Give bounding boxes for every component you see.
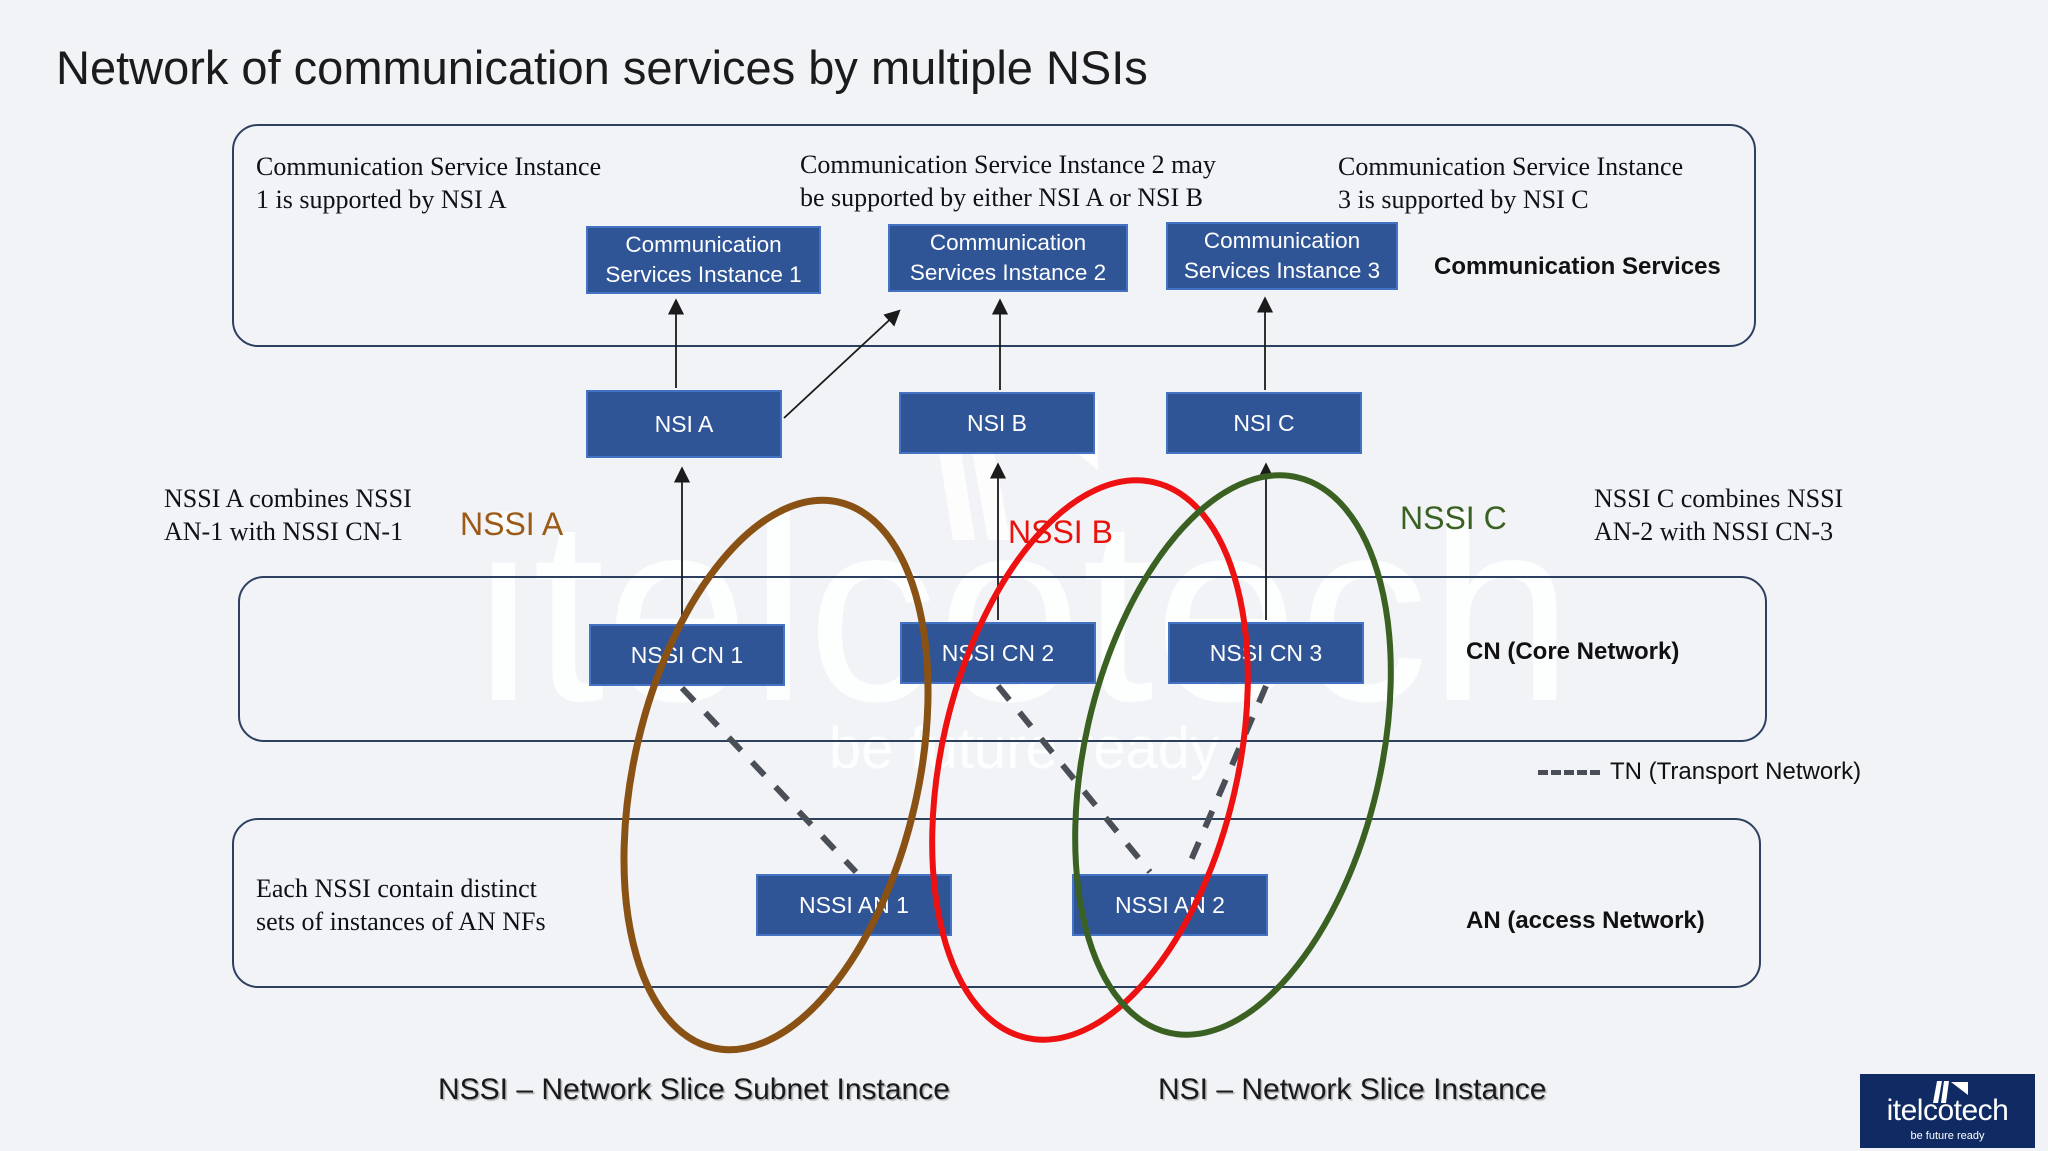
legend-nssi-definition: NSSI – Network Slice Subnet Instance: [438, 1073, 950, 1106]
box-communication-services-instance-2[interactable]: Communication Services Instance 2: [888, 224, 1128, 292]
box-nssi-cn-3[interactable]: NSSI CN 3: [1168, 622, 1364, 684]
box-nsi-a[interactable]: NSI A: [586, 390, 782, 458]
page-title: Network of communication services by mul…: [56, 41, 1148, 94]
company-logo: itelcotech be future ready: [1860, 1074, 2035, 1148]
label-ellipse-nssi-c: NSSI C: [1400, 500, 1507, 536]
box-communication-services-instance-3[interactable]: Communication Services Instance 3: [1166, 222, 1398, 290]
note-service-instance-1: Communication Service Instance 1 is supp…: [256, 152, 602, 215]
note-nssi-c: NSSI C combines NSSI AN-2 with NSSI CN-3: [1594, 484, 1844, 547]
label-communication-services: Communication Services: [1434, 253, 1721, 280]
legend-nsi-definition: NSI – Network Slice Instance: [1158, 1073, 1547, 1106]
note-an-nfs: Each NSSI contain distinct sets of insta…: [256, 874, 546, 937]
dashed-line-icon: [1538, 769, 1600, 775]
logo-mark-icon: [1932, 1081, 1968, 1103]
label-ellipse-nssi-a: NSSI A: [460, 506, 564, 542]
box-nssi-an-2[interactable]: NSSI AN 2: [1072, 874, 1268, 936]
label-access-network: AN (access Network): [1466, 907, 1705, 934]
box-nssi-an-1[interactable]: NSSI AN 1: [756, 874, 952, 936]
note-service-instance-3: Communication Service Instance 3 is supp…: [1338, 152, 1684, 215]
note-service-instance-2: Communication Service Instance 2 may be …: [800, 150, 1216, 213]
box-communication-services-instance-1[interactable]: Communication Services Instance 1: [586, 226, 821, 294]
legend-transport-network: TN (Transport Network): [1538, 758, 1861, 786]
note-nssi-a: NSSI A combines NSSI AN-1 with NSSI CN-1: [164, 484, 412, 547]
box-nssi-cn-1[interactable]: NSSI CN 1: [589, 624, 785, 686]
logo-wordmark: itelcotech: [1886, 1094, 2009, 1127]
ellipse-nssi-a: [620, 496, 932, 1054]
box-nsi-b[interactable]: NSI B: [899, 392, 1095, 454]
label-core-network: CN (Core Network): [1466, 638, 1680, 665]
legend-transport-network-label: TN (Transport Network): [1610, 758, 1862, 785]
box-nssi-cn-2[interactable]: NSSI CN 2: [900, 622, 1096, 684]
panel-communication-services: [232, 124, 1756, 347]
label-ellipse-nssi-b: NSSI B: [1008, 514, 1113, 550]
logo-tagline: be future ready: [1910, 1130, 1985, 1142]
box-nsi-c[interactable]: NSI C: [1166, 392, 1362, 454]
